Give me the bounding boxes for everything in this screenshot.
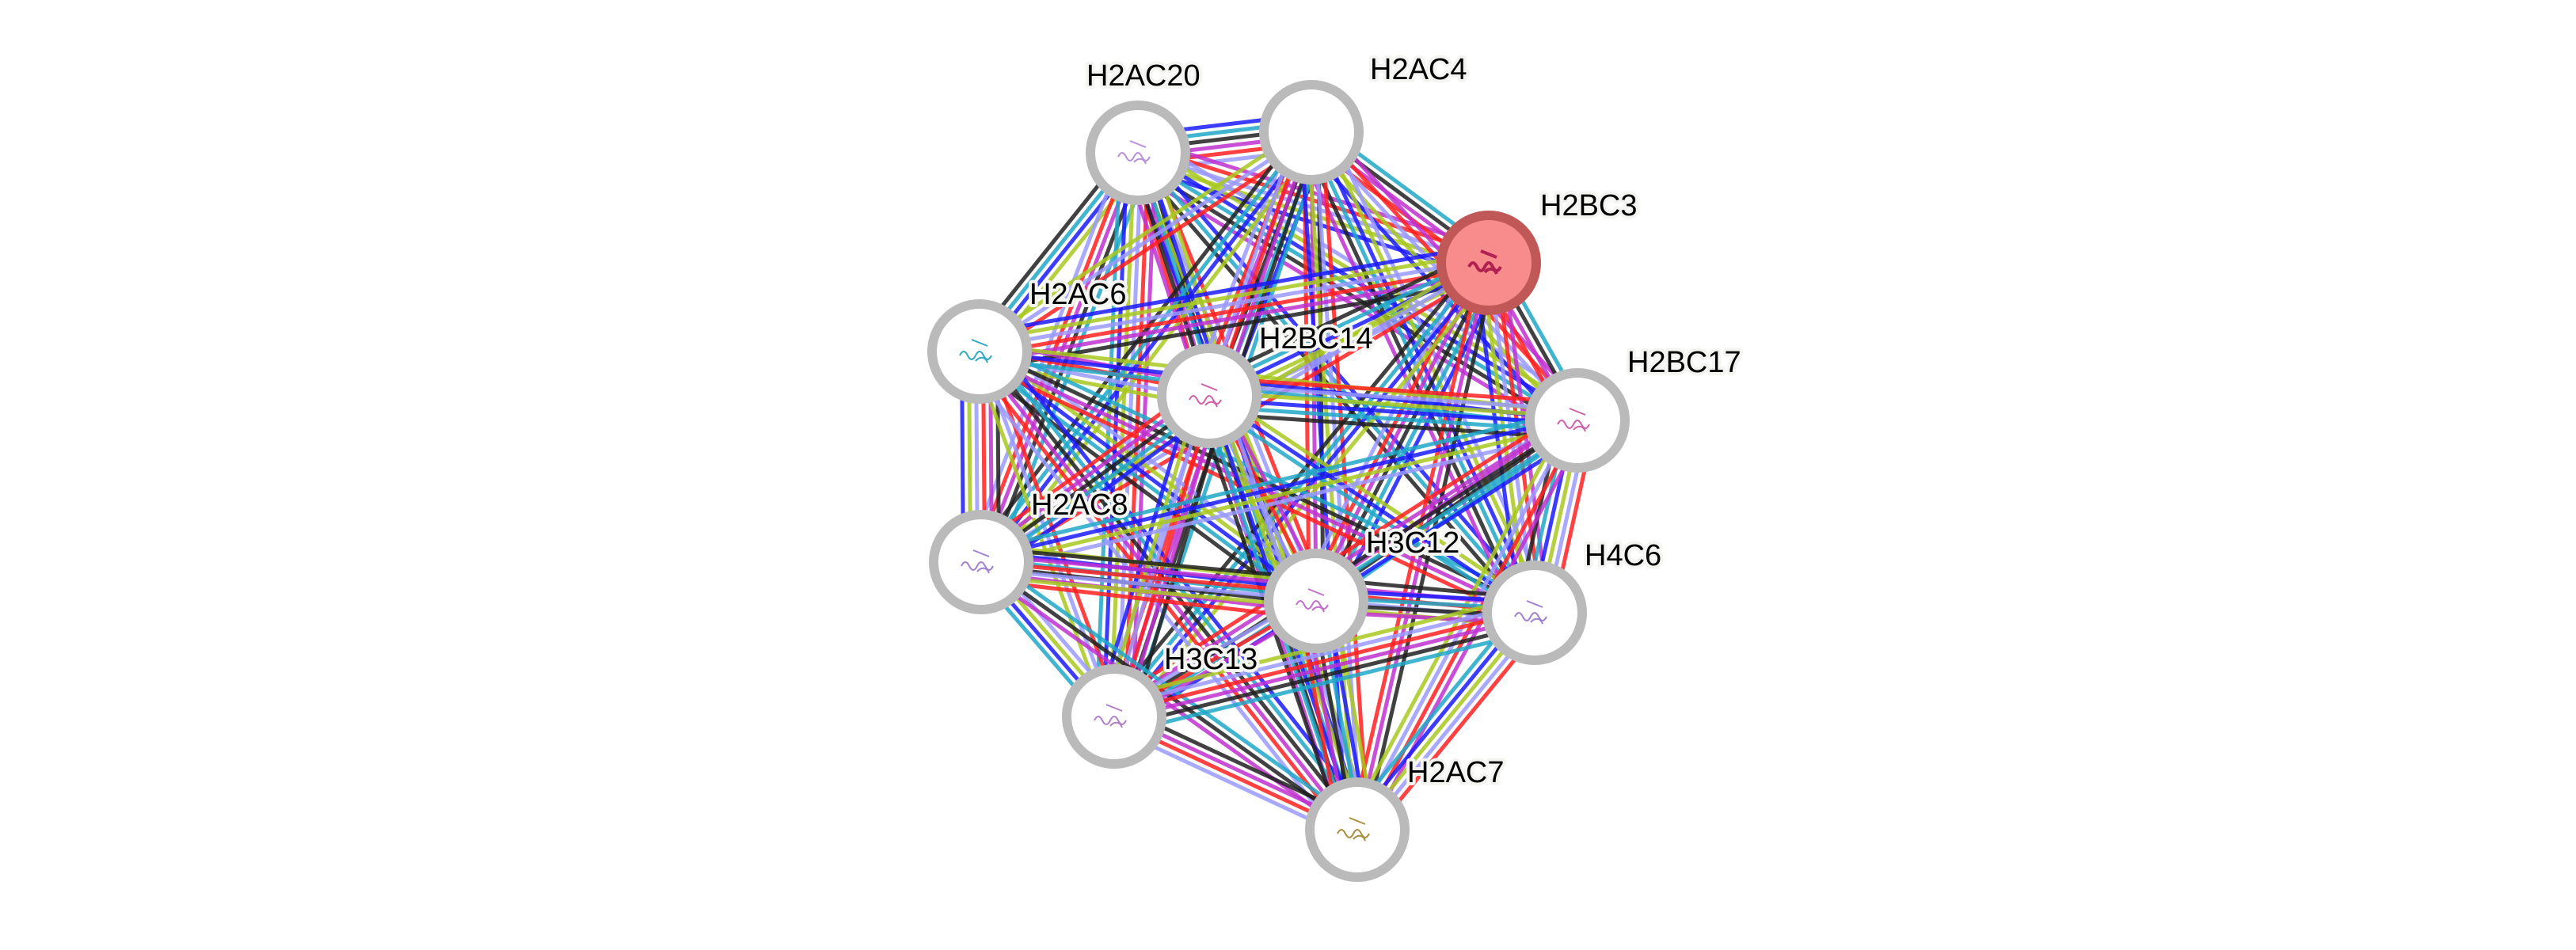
evidence-line <box>1113 607 1535 716</box>
evidence-line <box>981 421 1579 568</box>
node-H2AC6[interactable] <box>927 299 1032 404</box>
node-label: H2BC3 <box>1540 189 1638 222</box>
evidence-line <box>980 560 1359 832</box>
evidence-line <box>1136 151 1536 614</box>
edge-H2BC14-H2BC17[interactable] <box>1208 376 1579 440</box>
node-label: H2BC17 <box>1627 346 1741 379</box>
protein-structure-icon <box>1467 249 1502 275</box>
evidence-line <box>974 359 1532 625</box>
evidence-line <box>1209 390 1578 420</box>
edge-H2BC17-H2AC8[interactable] <box>978 408 1581 575</box>
evidence-line <box>1323 267 1501 607</box>
edge-H4C6-H3C13[interactable] <box>1109 593 1539 736</box>
node-H2AC8[interactable] <box>929 510 1033 614</box>
evidence-line <box>979 577 1315 621</box>
evidence-line <box>1208 397 1577 426</box>
labels-layer: H2AC20 H2AC4H2BC3H2AC6H2BC14H2BC17H2AC8H3… <box>1026 50 1745 792</box>
node-label: H3C12 <box>1366 526 1459 560</box>
evidence-line <box>1129 400 1228 723</box>
evidence-line <box>1111 600 1533 709</box>
evidence-line <box>1109 259 1488 716</box>
evidence-line <box>1312 130 1540 613</box>
evidence-line <box>978 130 1313 354</box>
evidence-line <box>1114 614 1536 722</box>
nodes-layer <box>927 80 1630 882</box>
protein-structure-icon <box>1094 704 1127 728</box>
node-label: H2AC6 <box>1029 278 1127 311</box>
node-H4C6[interactable] <box>1482 560 1587 665</box>
evidence-line <box>978 408 1576 554</box>
evidence-line <box>1141 146 1542 610</box>
evidence-line <box>986 344 1368 825</box>
evidence-line <box>977 250 1488 344</box>
evidence-line <box>1299 135 1528 618</box>
evidence-line <box>1109 152 1137 716</box>
evidence-line <box>983 428 1581 575</box>
protein-structure-icon <box>1189 383 1222 408</box>
evidence-line <box>982 545 1536 601</box>
node-H2BC3[interactable] <box>1436 211 1541 315</box>
evidence-line <box>1210 376 1579 405</box>
protein-structure-icon <box>1296 588 1329 613</box>
node-H3C12[interactable] <box>1264 549 1368 653</box>
evidence-line <box>1317 263 1494 604</box>
protein-structure-icon <box>961 549 994 574</box>
evidence-line <box>1139 144 1492 258</box>
node-circle[interactable] <box>1259 80 1364 184</box>
protein-structure-icon <box>1117 140 1151 165</box>
evidence-line <box>976 243 1486 336</box>
edge-H2AC4-H2AC6[interactable] <box>974 124 1317 359</box>
node-label: H4C6 <box>1585 539 1661 572</box>
evidence-line <box>1208 411 1577 440</box>
node-label: H3C13 <box>1164 643 1258 676</box>
evidence-line <box>1362 264 1498 832</box>
evidence-line <box>980 264 1490 357</box>
node-H2AC7[interactable] <box>1305 777 1410 882</box>
evidence-line <box>1208 404 1577 433</box>
evidence-line <box>1209 383 1579 412</box>
evidence-line <box>1109 394 1208 716</box>
protein-structure-icon <box>1337 817 1370 842</box>
evidence-line <box>982 136 1317 359</box>
evidence-line <box>1094 151 1123 716</box>
evidence-line <box>1202 248 1484 386</box>
node-label: H2AC4 <box>1370 53 1467 86</box>
evidence-line <box>1117 628 1539 736</box>
protein-structure-icon <box>1514 600 1547 625</box>
evidence-line <box>1479 263 1530 614</box>
evidence-line <box>1116 621 1538 729</box>
protein-structure-icon <box>959 339 992 363</box>
evidence-line <box>1352 417 1577 830</box>
node-H2AC20[interactable] <box>1086 101 1190 205</box>
node-H2AC4[interactable] <box>1259 80 1364 184</box>
node-label: H2AC8 <box>1031 488 1128 522</box>
evidence-line <box>974 124 1309 348</box>
node-label: H2AC7 <box>1407 756 1505 789</box>
node-label: H2BC14 <box>1259 322 1373 355</box>
evidence-line <box>980 415 1577 561</box>
node-H2BC17[interactable] <box>1525 368 1630 473</box>
protein-structure-icon <box>1557 408 1590 432</box>
evidence-line <box>978 257 1489 351</box>
node-H2BC14[interactable] <box>1157 344 1261 448</box>
node-H3C13[interactable] <box>1062 664 1166 769</box>
evidence-line <box>976 128 1311 561</box>
node-label: H2AC20 <box>1086 59 1200 93</box>
